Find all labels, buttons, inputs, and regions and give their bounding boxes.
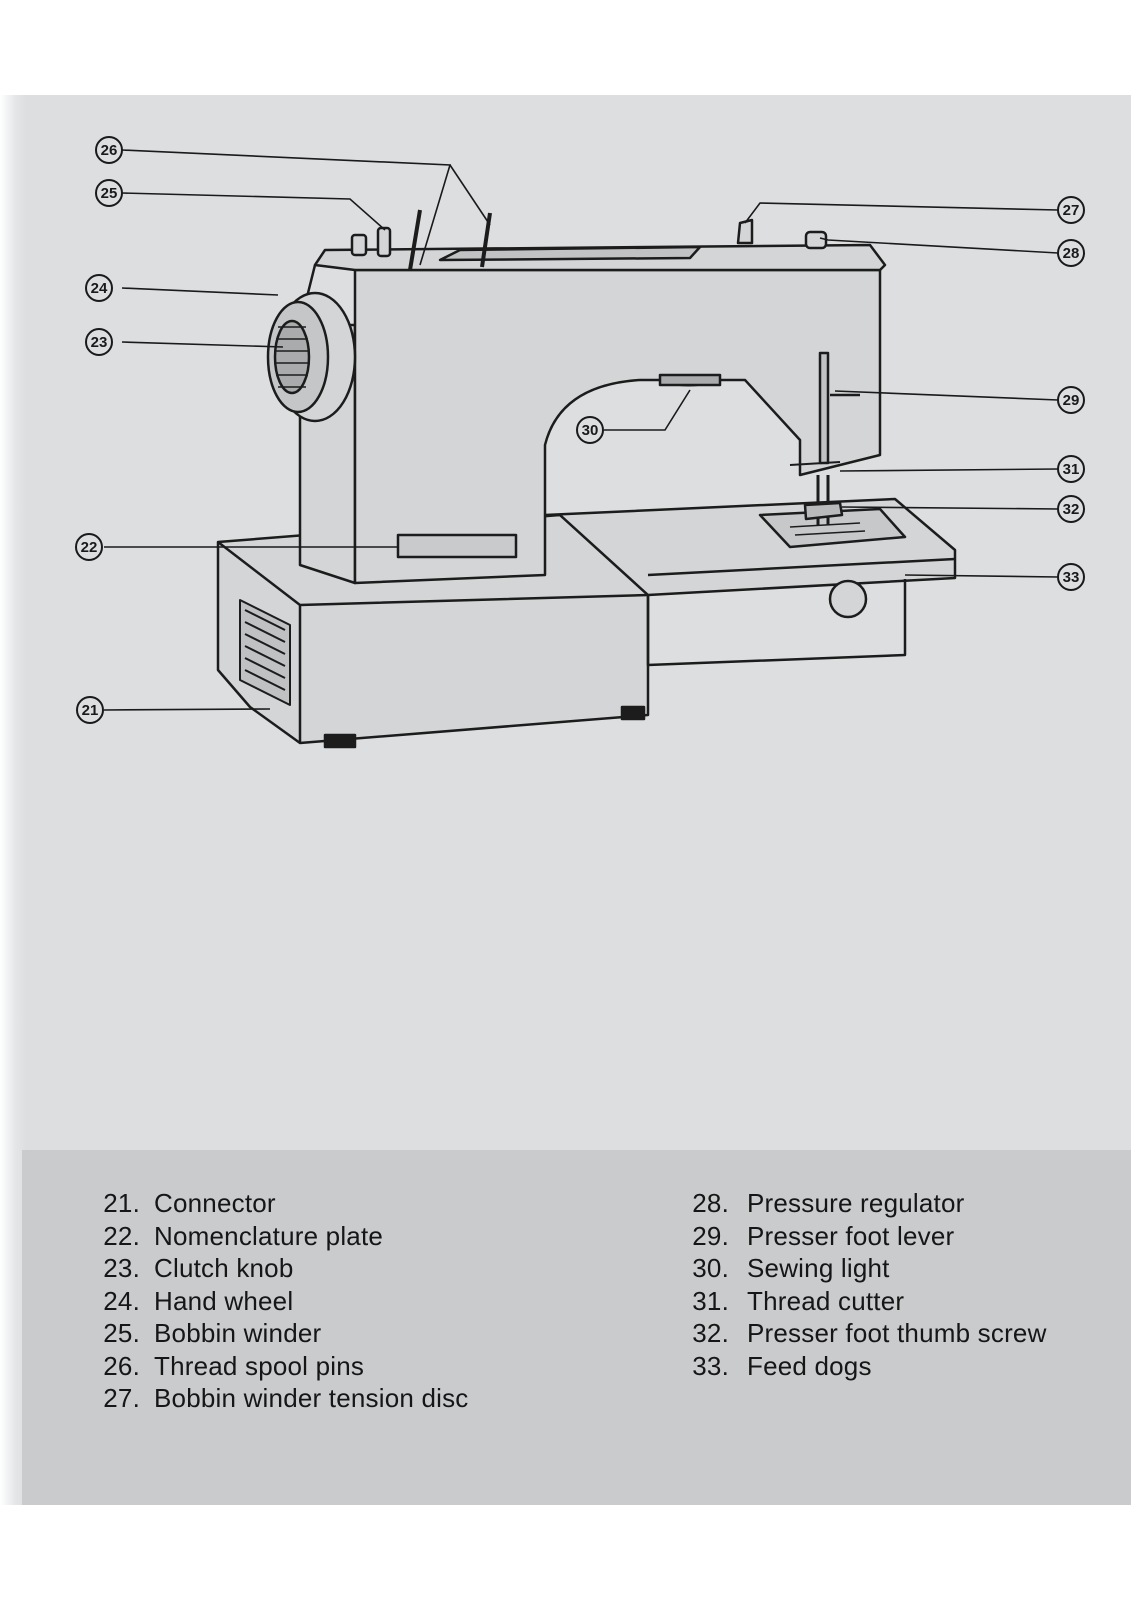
legend-item: 21. Connector <box>77 1188 469 1221</box>
legend-label: Nomenclature plate <box>154 1220 384 1251</box>
legend-number: 29. <box>692 1220 729 1251</box>
svg-text:33: 33 <box>1063 569 1080 586</box>
legend-number: 23. <box>103 1253 140 1283</box>
legend-item: 24. Hand wheel <box>77 1286 469 1319</box>
callout-21: 21 <box>76 696 104 724</box>
legend-item: 22. Nomenclature plate <box>77 1221 469 1254</box>
legend-item: 33. Feed dogs <box>684 1351 1047 1384</box>
manual-page: 26 25 24 23 22 21 <box>0 95 1131 1505</box>
callout-33: 33 <box>1057 563 1085 591</box>
callout-24: 24 <box>85 274 113 302</box>
callouts: 26 25 24 23 22 21 <box>75 136 1085 724</box>
legend-item: 32. Presser foot thumb screw <box>684 1318 1047 1351</box>
legend-number: 30. <box>692 1253 729 1283</box>
svg-text:28: 28 <box>1063 245 1080 262</box>
presser-foot <box>803 501 844 521</box>
callout-29: 29 <box>1057 386 1085 414</box>
svg-text:26: 26 <box>101 142 118 159</box>
legend-item: 26. Thread spool pins <box>77 1351 469 1384</box>
legend-label: Hand wheel <box>154 1285 294 1316</box>
legend-label: Sewing light <box>747 1253 890 1283</box>
legend-label: Bobbin winder tension disc <box>154 1383 469 1413</box>
legend-item: 29. Presser foot lever <box>684 1221 1047 1254</box>
callout-31: 31 <box>1057 455 1085 483</box>
legend-number: 26. <box>103 1350 140 1381</box>
legend-number: 21. <box>103 1188 140 1218</box>
parts-legend: 21. Connector 22. Nomenclature plate 23.… <box>22 1150 1131 1505</box>
legend-number: 31. <box>692 1285 729 1316</box>
legend-item: 31. Thread cutter <box>684 1286 1047 1319</box>
legend-column-right: 28. Pressure regulator 29. Presser foot … <box>684 1188 1047 1383</box>
leader-lines <box>103 149 1059 711</box>
legend-item: 27. Bobbin winder tension disc <box>77 1383 469 1416</box>
legend-label: Bobbin winder <box>154 1318 322 1348</box>
legend-label: Feed dogs <box>747 1350 872 1381</box>
machine-foot <box>323 733 357 749</box>
svg-text:27: 27 <box>1063 202 1080 219</box>
presser-foot-lever <box>818 351 830 465</box>
tension-disc <box>736 218 754 245</box>
legend-number: 24. <box>103 1285 140 1316</box>
svg-text:31: 31 <box>1063 461 1080 478</box>
callout-23: 23 <box>85 328 113 356</box>
legend-label: Connector <box>154 1188 276 1218</box>
legend-number: 25. <box>103 1318 140 1348</box>
callout-30: 30 <box>576 416 604 444</box>
legend-item: 28. Pressure regulator <box>684 1188 1047 1221</box>
svg-text:30: 30 <box>582 422 599 439</box>
pressure-regulator <box>804 230 828 250</box>
callout-27: 27 <box>1057 196 1085 224</box>
legend-item: 25. Bobbin winder <box>77 1318 469 1351</box>
svg-text:25: 25 <box>101 185 118 202</box>
svg-text:24: 24 <box>91 280 108 297</box>
legend-label: Pressure regulator <box>747 1188 965 1218</box>
svg-text:21: 21 <box>82 702 99 719</box>
legend-label: Thread cutter <box>747 1285 905 1316</box>
legend-label: Presser foot lever <box>747 1220 955 1251</box>
machine-foot <box>620 705 646 721</box>
bobbin-cover-knob <box>828 579 868 619</box>
legend-number: 33. <box>692 1350 729 1381</box>
legend-number: 32. <box>692 1318 729 1348</box>
callout-32: 32 <box>1057 495 1085 523</box>
callout-28: 28 <box>1057 239 1085 267</box>
bobbin-winder <box>350 233 368 257</box>
sewing-machine-diagram: 26 25 24 23 22 21 <box>75 136 1085 749</box>
legend-label: Thread spool pins <box>154 1350 365 1381</box>
legend-item: 30. Sewing light <box>684 1253 1047 1286</box>
page-edge-shadow <box>0 95 26 1505</box>
nomenclature-plate <box>396 533 518 559</box>
svg-text:23: 23 <box>91 334 108 351</box>
svg-text:29: 29 <box>1063 392 1080 409</box>
callout-25: 25 <box>95 179 123 207</box>
sewing-light <box>658 373 722 387</box>
svg-text:22: 22 <box>81 539 98 556</box>
callout-22: 22 <box>75 533 103 561</box>
legend-number: 22. <box>103 1220 140 1251</box>
spool-pin <box>408 209 422 271</box>
legend-label: Clutch knob <box>154 1253 294 1283</box>
sewing-machine-drawing <box>216 209 957 749</box>
clutch-knob <box>273 319 311 395</box>
legend-column-left: 21. Connector 22. Nomenclature plate 23.… <box>77 1188 469 1416</box>
legend-item: 23. Clutch knob <box>77 1253 469 1286</box>
machine-head <box>353 268 882 585</box>
legend-label: Presser foot thumb screw <box>747 1318 1047 1348</box>
legend-number: 27. <box>103 1383 140 1413</box>
vent-grille <box>239 599 291 706</box>
legend-number: 28. <box>692 1188 729 1218</box>
callout-26: 26 <box>95 136 123 164</box>
svg-text:32: 32 <box>1063 501 1080 518</box>
